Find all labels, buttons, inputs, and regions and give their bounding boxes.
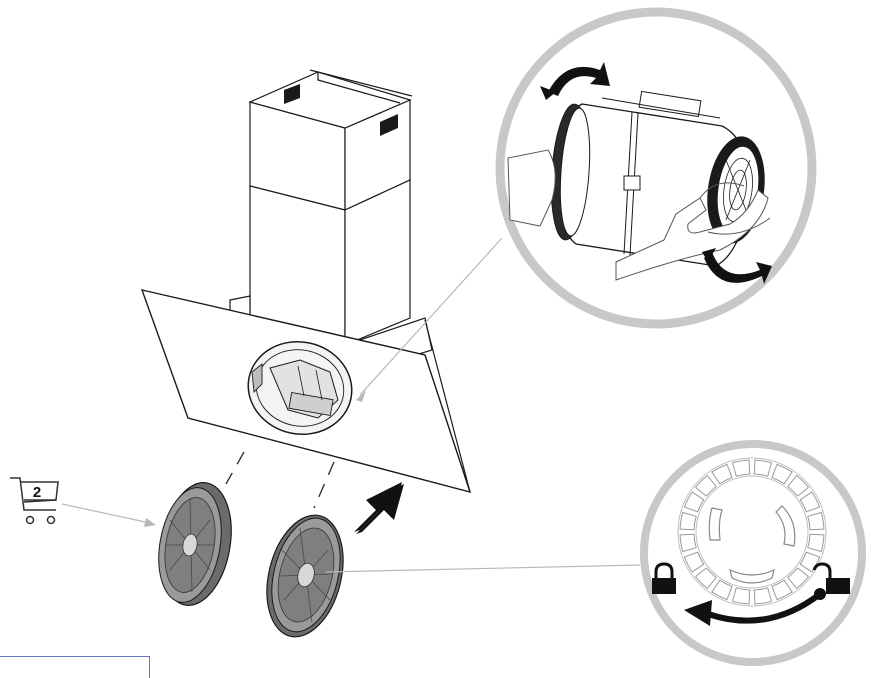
insert-direction-arrow — [354, 482, 404, 534]
fitting-guide-lines — [225, 451, 335, 509]
lock-closed-icon — [652, 562, 676, 594]
lock-open-icon — [812, 562, 850, 594]
ring-segment — [679, 511, 697, 531]
lock-rotation-arrow — [684, 588, 826, 626]
ring-segment — [771, 463, 793, 485]
caption-box-frame — [0, 656, 150, 678]
locking-callout — [640, 440, 866, 666]
ring-segment — [731, 459, 751, 477]
ring-segment — [807, 511, 825, 531]
ring-segment — [731, 587, 751, 605]
ring-segment — [753, 587, 773, 605]
carbon-filter-left — [158, 482, 232, 606]
ring-segment — [711, 463, 733, 485]
ring-segment — [694, 474, 717, 497]
filter-cylinder — [550, 90, 765, 267]
ring-segment — [771, 579, 793, 601]
ring-segment — [753, 459, 773, 477]
bayonet-ring — [677, 457, 827, 607]
glass-panel — [140, 289, 472, 494]
carbon-filter-right — [266, 514, 344, 638]
bayonet-slots — [708, 505, 796, 584]
hands — [507, 149, 771, 281]
ring-segment — [683, 551, 705, 573]
chimney — [229, 69, 433, 373]
motor-opening — [247, 340, 353, 436]
ring-segment — [711, 579, 733, 601]
ring-segment — [787, 474, 810, 497]
ring-segment — [787, 567, 810, 590]
ring-segment — [679, 533, 697, 553]
ring-segment — [807, 533, 825, 553]
cart-quantity: 2 — [32, 484, 42, 501]
ring-segments — [679, 459, 825, 605]
shopping-cart-icon — [10, 477, 59, 525]
ring-segment — [694, 567, 717, 590]
rotation-callout — [495, 7, 817, 329]
ring-segment — [799, 491, 821, 513]
leader-lines — [61, 237, 641, 573]
ring-segment — [683, 491, 705, 513]
rotation-arrows — [540, 62, 772, 284]
